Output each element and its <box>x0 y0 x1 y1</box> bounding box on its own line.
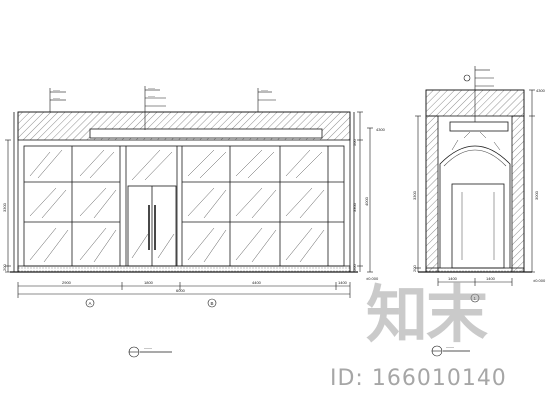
drawing-title: —— <box>446 344 454 349</box>
dim-label: 200 <box>412 265 417 272</box>
dim-label: 500 <box>352 139 357 146</box>
callout-label: —— <box>53 88 61 92</box>
dim-label: 6000 <box>176 288 186 293</box>
right-callouts <box>463 66 494 122</box>
dim-label: 3000 <box>534 190 539 200</box>
dim-label: 200 <box>2 264 7 271</box>
axis-tags: A B <box>85 298 217 308</box>
left-dimension-lines <box>5 111 373 298</box>
dim-label: 4000 <box>364 196 369 206</box>
callout-label: —— <box>148 86 156 90</box>
watermark-logo: 知末 <box>366 278 488 351</box>
left-wall <box>425 115 439 273</box>
right-dimension-text: 1400 1400 4300 3000 ±0.000 3300 200 <box>412 88 546 283</box>
right-wall <box>511 115 525 273</box>
right-axis-tag: 1 <box>470 293 480 303</box>
right-section <box>418 89 532 273</box>
dim-label: 4400 <box>252 280 262 285</box>
dim-label: ±0.000 <box>533 278 546 283</box>
dim-label: 1800 <box>144 280 154 285</box>
axis-tag: B <box>211 301 214 306</box>
drawing-title: —— <box>144 345 152 350</box>
ceiling-light-box <box>449 121 509 132</box>
callout-label: —— <box>53 96 61 100</box>
axis-tag: 1 <box>474 296 477 301</box>
ceiling-light-box <box>89 128 323 139</box>
dim-label: 1400 <box>486 276 496 281</box>
right-drawing-title: —— <box>431 344 470 357</box>
dim-label: 3300 <box>412 190 417 200</box>
dim-label: 1400 <box>338 280 348 285</box>
dim-label: 2900 <box>62 280 72 285</box>
dim-label: 4300 <box>536 88 546 93</box>
arch-opening <box>439 145 511 268</box>
glass-reflections <box>29 149 325 263</box>
watermark-id: ID: 166010140 <box>330 366 507 391</box>
floor-base <box>17 265 351 273</box>
dim-label: 1400 <box>448 276 458 281</box>
left-dimension-text: 2900 1800 6000 4400 1400 4300 500 3300 4… <box>2 127 386 293</box>
callout-label: —— <box>261 88 269 92</box>
left-callout-text: —— —— —— —— —— <box>53 86 269 100</box>
callout-label: —— <box>148 94 156 98</box>
left-callouts <box>49 86 276 130</box>
right-dimension-lines <box>415 89 535 286</box>
dim-label: 3300 <box>2 202 7 212</box>
left-elevation <box>10 111 358 273</box>
dim-label: 200 <box>352 264 357 271</box>
left-drawing-title: —— <box>128 345 172 358</box>
axis-tag: A <box>89 301 92 306</box>
dim-label: 4300 <box>376 127 386 132</box>
dim-label: 3300 <box>352 202 357 212</box>
dim-label: ±0.000 <box>366 276 379 281</box>
